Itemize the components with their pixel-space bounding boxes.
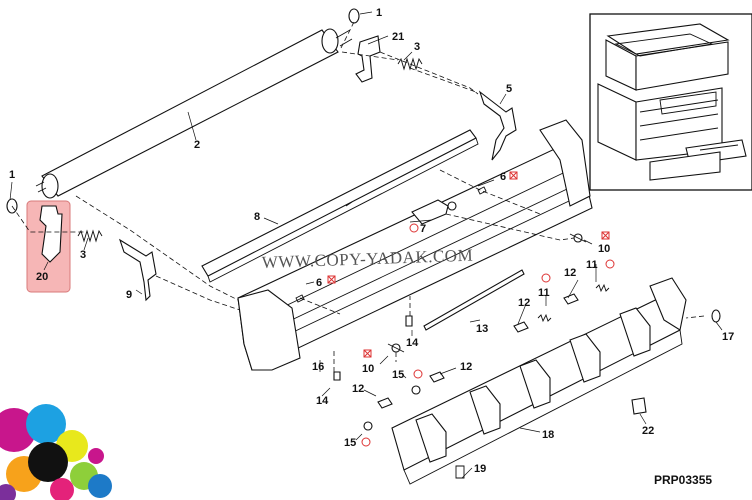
- lower-guide-18: [391, 277, 687, 485]
- callout-8: 8: [254, 211, 260, 223]
- machine-inset: [589, 13, 752, 191]
- callout-6-upper: 6: [500, 171, 506, 183]
- callout-15-lower: 15: [344, 437, 356, 449]
- screw-10-b: [387, 343, 405, 353]
- post-14-b: [333, 371, 341, 381]
- callout-11-right: 11: [586, 259, 598, 271]
- post-14-a: [405, 315, 413, 327]
- leader-lines: [9, 11, 723, 479]
- part-20-highlight: [26, 200, 71, 293]
- callout-5: 5: [506, 83, 512, 95]
- part-7: [411, 199, 449, 225]
- callout-14-lower: 14: [316, 395, 329, 407]
- callout-13: 13: [476, 323, 488, 335]
- callout-22: 22: [642, 425, 654, 437]
- clip-12-d: [377, 397, 393, 409]
- callout-10-lower: 10: [362, 363, 374, 375]
- part-6-upper: [477, 186, 487, 195]
- spring-11-a: [595, 283, 610, 293]
- clip-12-b: [513, 321, 529, 333]
- assembly-lines: [11, 21, 705, 380]
- callout-20: 20: [36, 271, 48, 283]
- figure-code: PRP03355: [654, 473, 712, 487]
- bracket-9: [118, 238, 157, 302]
- callout-21: 21: [392, 31, 404, 43]
- bracket-5: [478, 90, 517, 161]
- callout-3-top: 3: [414, 41, 420, 53]
- heat-roller: [6, 8, 360, 214]
- callout-16: 16: [312, 361, 324, 373]
- strip-13: [423, 269, 525, 331]
- callout-12-mid: 12: [518, 297, 530, 309]
- part-6-lower: [295, 294, 305, 303]
- callout-15-upper: 15: [392, 369, 404, 381]
- spring-3-left: [77, 229, 103, 243]
- callout-12-bottom: 12: [352, 383, 364, 395]
- color-circles-logo: [0, 404, 112, 500]
- callout-17: 17: [722, 331, 734, 343]
- callout-3-left: 3: [80, 249, 86, 261]
- callout-12-lower: 12: [460, 361, 472, 373]
- callout-7: 7: [420, 223, 426, 235]
- fuser-frame: [237, 119, 593, 371]
- callout-14-upper: 14: [406, 337, 419, 349]
- callout-11-left: 11: [538, 287, 550, 299]
- spring-3-top: [397, 57, 423, 71]
- callout-labels: 1 21 3 2 5 1 6 8 7 3 10 20 9 6 11 12 13 …: [9, 7, 734, 475]
- lubrication-symbols: [327, 171, 615, 447]
- part-19: [455, 465, 465, 479]
- clip-12-a: [563, 293, 579, 305]
- spring-11-b: [537, 313, 552, 323]
- callout-1-top: 1: [376, 7, 382, 19]
- callout-2: 2: [194, 139, 200, 151]
- callout-6-lower: 6: [316, 277, 322, 289]
- callout-1-left: 1: [9, 169, 15, 181]
- callout-19: 19: [474, 463, 486, 475]
- callout-18: 18: [542, 429, 554, 441]
- label-22: [631, 397, 647, 415]
- gear-15-a: [411, 385, 421, 395]
- bracket-21: [355, 35, 381, 83]
- gear-15-b: [363, 421, 373, 431]
- callout-12-right: 12: [564, 267, 576, 279]
- callout-10-upper: 10: [598, 243, 610, 255]
- callout-9: 9: [126, 289, 132, 301]
- part-17: [711, 309, 721, 323]
- clip-12-c: [429, 371, 445, 383]
